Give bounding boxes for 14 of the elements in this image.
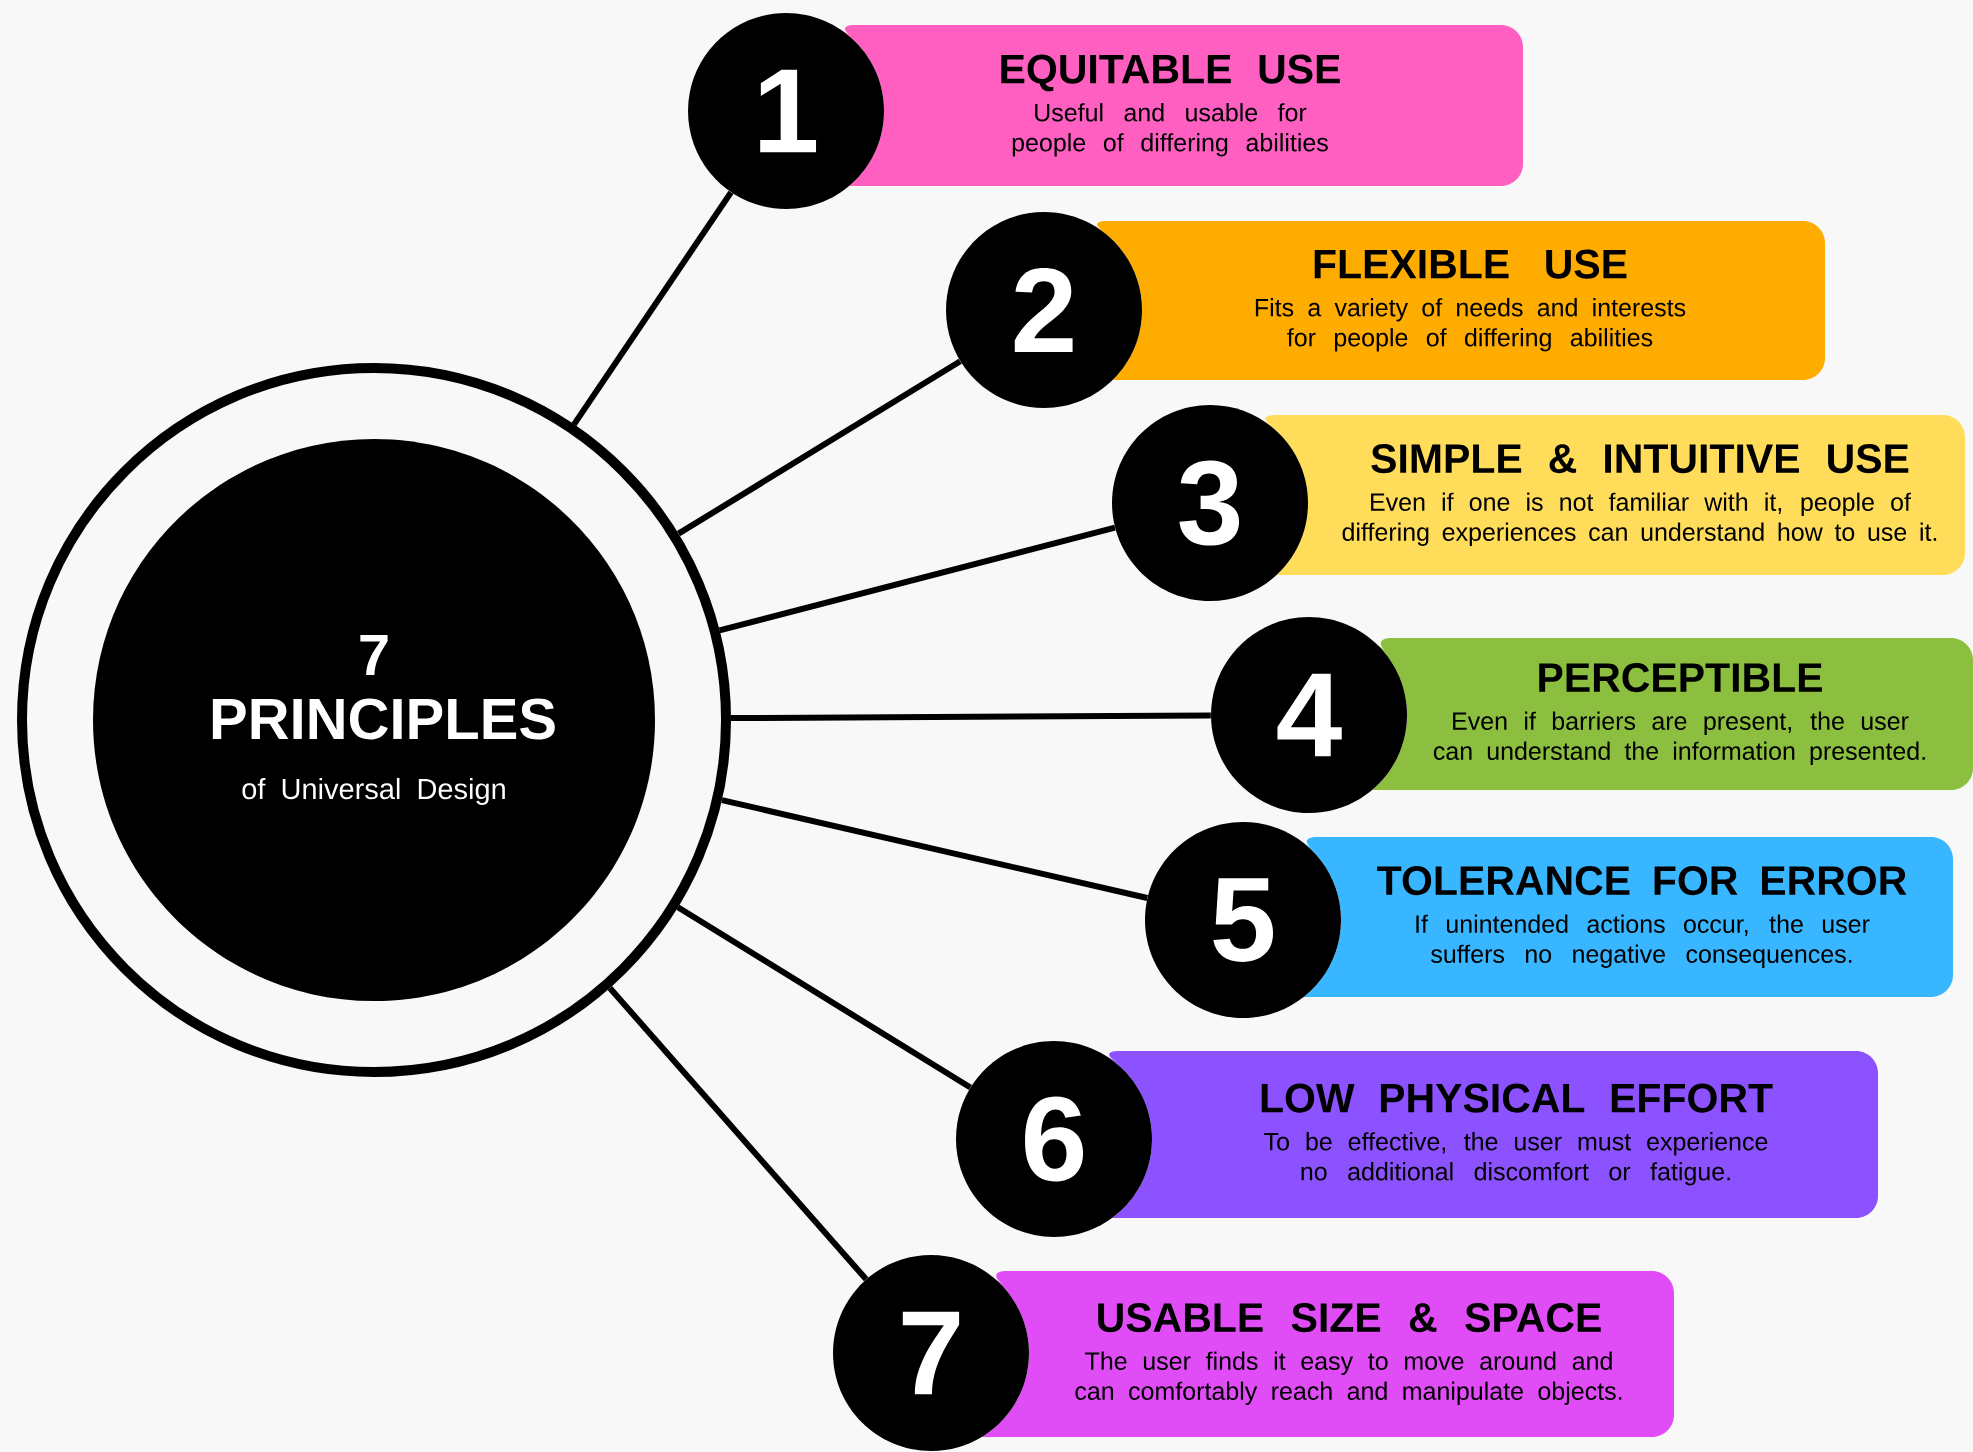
principle-band: LOW PHYSICAL EFFORT To be effective, the user must experience no additional discomfort or fatigue. <box>1104 1051 1878 1218</box>
connector-line <box>721 797 1148 901</box>
connector-line <box>676 904 972 1091</box>
connector-line <box>607 986 869 1282</box>
connector-line <box>718 524 1116 634</box>
principle-band: EQUITABLE USE Useful and usable for people of differing abilities <box>839 25 1523 186</box>
principle-band: FLEXIBLE USE Fits a variety of needs and interests for people of differing abilities <box>1092 221 1825 380</box>
principle-band: PERCEPTIBLE Even if barriers are present, the user can understand the information presented. <box>1372 638 1973 790</box>
principle-band: TOLERANCE FOR ERROR If unintended actions occur, the user suffers no negative consequences. <box>1301 837 1953 997</box>
connector-line <box>676 358 962 537</box>
principle-band: SIMPLE & INTUITIVE USE Even if one is not familiar with it, people of differing experiences can understand how to use it. <box>1260 415 1965 575</box>
connector-line <box>730 712 1211 722</box>
connector-line <box>571 190 734 426</box>
principle-band: USABLE SIZE & SPACE The user finds it easy to move around and can comfortably reach and manipulate objects. <box>981 1271 1674 1437</box>
